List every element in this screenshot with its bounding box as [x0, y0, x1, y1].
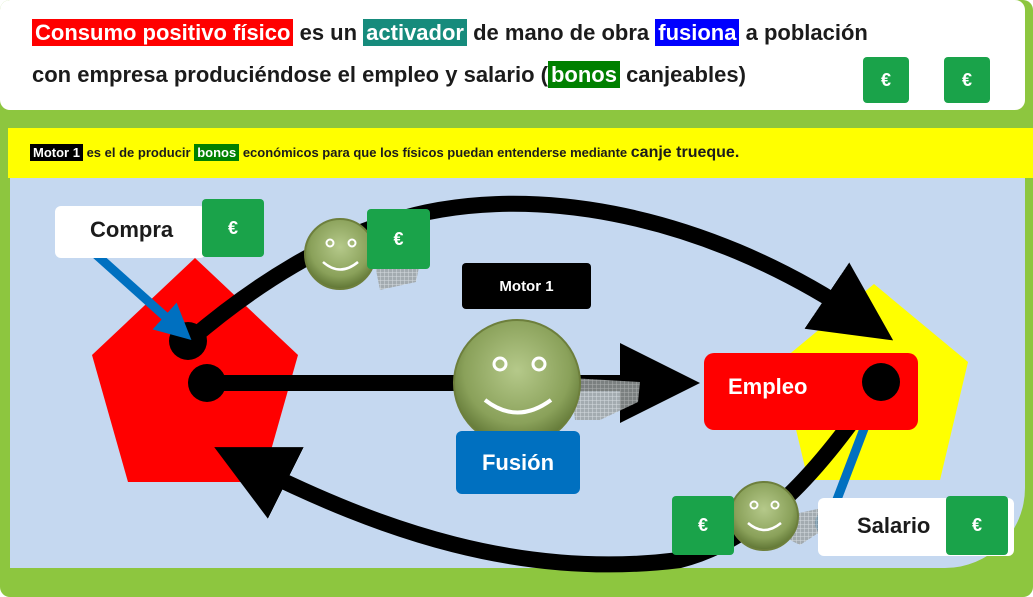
bottom-arrow	[214, 377, 887, 573]
smiley-top-face	[304, 218, 376, 290]
empleo-dot	[862, 363, 900, 401]
header-euro-badge-1: €	[863, 57, 909, 103]
top-euro-badge: €	[367, 209, 430, 269]
banner-bonos-highlight: bonos	[194, 144, 240, 161]
text-de-mano: de mano de obra	[466, 20, 656, 45]
text-es-un: es un	[293, 20, 364, 45]
empleo-box	[704, 353, 918, 430]
header-line-1: Consumo positivo físico es un activador …	[32, 19, 868, 46]
smiley-big-face	[453, 319, 581, 447]
header-panel	[0, 0, 1025, 110]
top-arrow	[184, 195, 894, 347]
consumo-highlight: Consumo positivo físico	[32, 19, 294, 46]
header-line-2: con empresa produciéndose el empleo y sa…	[32, 61, 746, 88]
header-euro-badge-2: €	[944, 57, 990, 103]
salario-label: Salario	[857, 513, 931, 538]
motor1-label: Motor 1	[462, 263, 591, 309]
motor-banner-text: Motor 1 es el de producir bonos económic…	[30, 144, 739, 162]
compra-box	[55, 206, 206, 258]
salario-euro-badge: €	[946, 496, 1008, 555]
text-a-poblacion: a población	[739, 20, 868, 45]
red-dot-middle	[188, 364, 226, 402]
banner-text-a: es el de producir	[82, 145, 195, 160]
compra-label: Compra	[90, 217, 174, 242]
smiley-bottom-shadow	[790, 508, 826, 545]
text-canjeables: canjeables)	[619, 62, 746, 87]
activador-highlight: activador	[363, 19, 467, 46]
compra-euro-badge: €	[202, 199, 264, 257]
banner-text-b: económicos para que los físicos puedan e…	[239, 145, 631, 160]
bottom-euro-badge: €	[672, 496, 734, 555]
motor1-highlight: Motor 1	[30, 144, 83, 161]
fusion-box: Fusión	[456, 431, 580, 494]
empleo-label: Empleo	[728, 374, 808, 399]
banner-canje: canje trueque.	[630, 144, 740, 161]
smiley-bottom-face	[729, 481, 799, 551]
smiley-big-shadow	[570, 378, 640, 420]
text-con-empresa: con empresa produciéndose el empleo y sa…	[32, 62, 548, 87]
fusiona-highlight: fusiona	[655, 19, 740, 46]
bonos-highlight: bonos	[547, 61, 620, 88]
motor-banner	[8, 128, 1033, 178]
